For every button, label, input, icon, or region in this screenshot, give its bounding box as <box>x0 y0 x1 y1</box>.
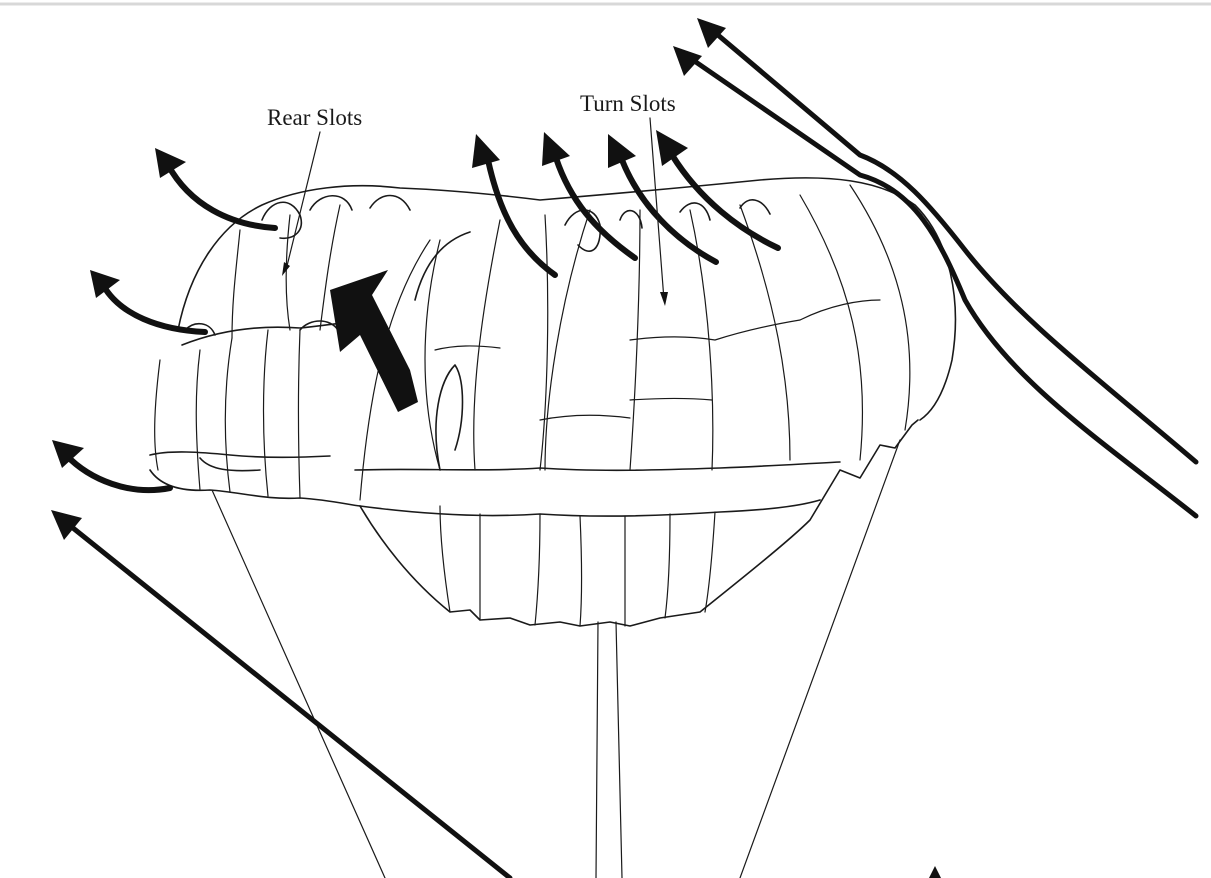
streamline-upper-head <box>697 18 726 48</box>
canopy-top-outline <box>178 178 955 420</box>
center-line-right <box>616 622 622 878</box>
bottom-arrow-tip <box>929 866 941 878</box>
rear-arrow-2 <box>103 285 205 332</box>
turn-arrow-4 <box>672 155 778 248</box>
turn-arrow-2 <box>556 158 635 258</box>
streamline-bottom-left-head <box>51 510 82 540</box>
streamline-upper <box>712 30 1196 462</box>
suspension-line-right <box>740 440 900 878</box>
turn-slots-label: Turn Slots <box>580 91 676 116</box>
rear-seam-3 <box>200 458 260 471</box>
front-skirt <box>360 420 918 626</box>
center-line-left <box>596 622 598 878</box>
rear-slots-leader <box>286 132 320 270</box>
rear-seam-2 <box>150 452 330 457</box>
suspension-line-left <box>212 490 385 878</box>
rear-arrow-3 <box>66 455 170 490</box>
rear-skirt <box>150 470 360 506</box>
rear-slots-label: Rear Slots <box>267 105 362 130</box>
mid-seam <box>355 462 840 470</box>
mid-seam-2 <box>360 500 820 516</box>
turn-slot-arrows <box>472 130 778 275</box>
rear-arrow-1 <box>168 165 275 228</box>
streamline-bottom-left <box>68 524 510 878</box>
turn-arrow-3 <box>622 160 716 262</box>
turn-slots-leader-tip <box>660 292 668 306</box>
rear-slot-arrows <box>52 148 275 490</box>
canopy <box>150 178 955 626</box>
